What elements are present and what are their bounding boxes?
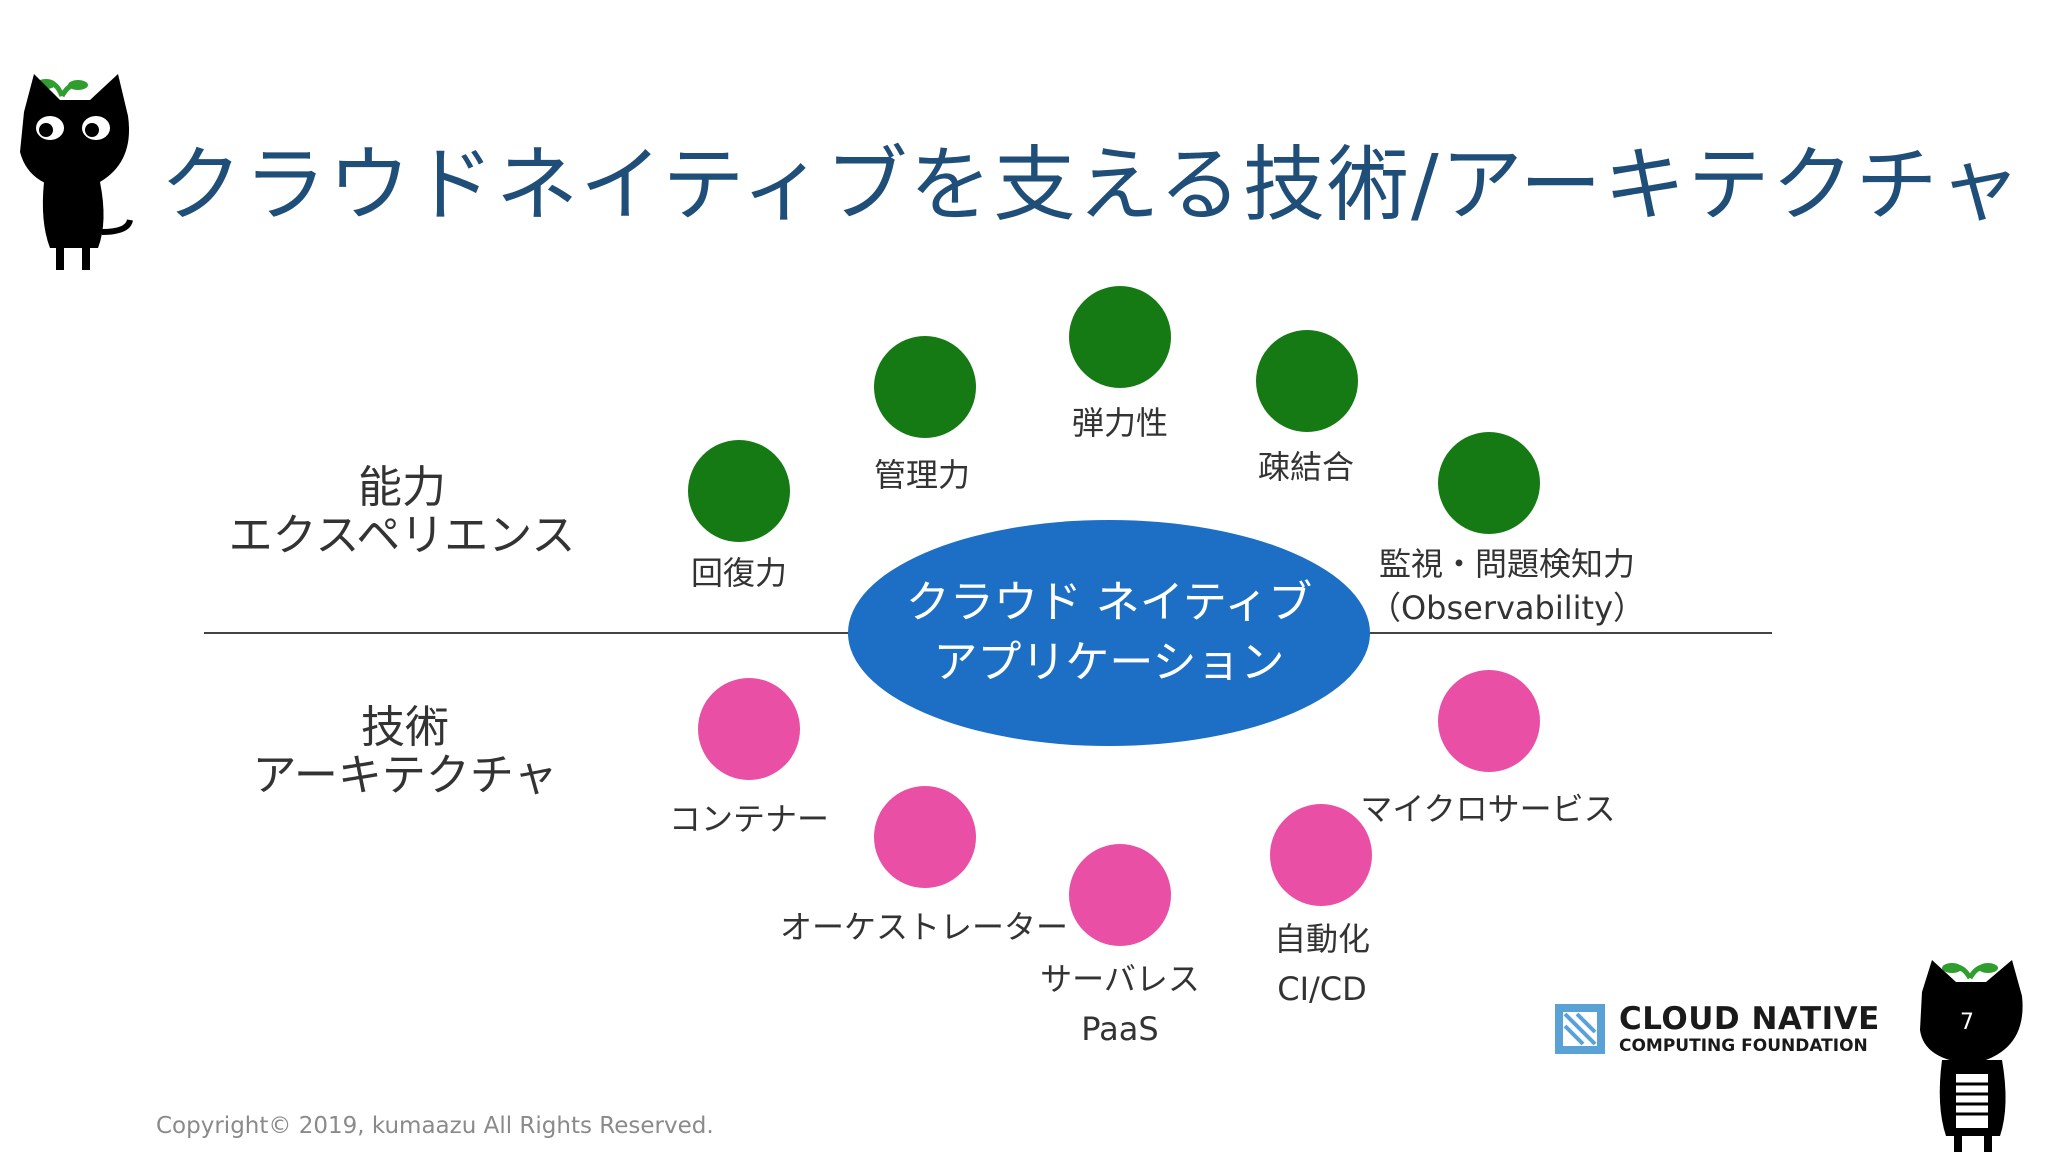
capability-circle-observability [1438, 432, 1540, 534]
technology-circle-orchestrator [874, 786, 976, 888]
capability-label-observability-line2: （Observability） [1368, 589, 1646, 627]
technology-label-container: コンテナー [668, 800, 830, 838]
divider-line-left [204, 632, 850, 634]
upper-heading: 能力 エクスペリエンス [229, 464, 576, 560]
center-label-line1: クラウド ネイティブ [905, 577, 1313, 628]
capability-label-observability-line1: 監視・問題検知力 [1378, 545, 1636, 583]
lower-heading-line2: アーキテクチャ [252, 750, 558, 801]
capability-label-loose-coupling: 疎結合 [1257, 448, 1355, 486]
page-number: 7 [1960, 1010, 1974, 1035]
divider-line-right [1368, 632, 1772, 634]
upper-heading-line1: 能力 [357, 462, 446, 513]
technology-label-microservices: マイクロサービス [1360, 790, 1616, 828]
capability-label-manageability: 管理力 [873, 456, 971, 494]
technology-circle-automation [1270, 804, 1372, 906]
center-ellipse: クラウド ネイティブ アプリケーション [848, 520, 1370, 746]
technology-label-automation: 自動化 CI/CD [1274, 914, 1370, 1014]
technology-label-serverless: サーバレス PaaS [1040, 954, 1200, 1054]
capability-label-resilience: 回復力 [690, 554, 788, 592]
technology-circle-container [698, 678, 800, 780]
capability-circle-resilience [688, 440, 790, 542]
center-label-line2: アプリケーション [933, 637, 1285, 688]
capability-label-observability: 監視・問題検知力 （Observability） [1369, 542, 1645, 630]
slide-title: クラウドネイティブを支える技術/アーキテクチャ [160, 138, 2023, 233]
upper-heading-line2: エクスペリエンス [228, 510, 576, 561]
technology-circle-microservices [1438, 670, 1540, 772]
cncf-logo-icon [1555, 1004, 1605, 1054]
capability-label-elasticity: 弾力性 [1071, 404, 1169, 442]
cat-mascot-top-left [20, 74, 133, 270]
lower-heading-line1: 技術 [360, 702, 449, 753]
technology-label-automation-line2: CI/CD [1277, 970, 1367, 1008]
capability-circle-manageability [874, 336, 976, 438]
cncf-logo-line2: COMPUTING FOUNDATION [1619, 1036, 1868, 1056]
technology-label-orchestrator: オーケストレーター [779, 908, 1069, 946]
technology-label-serverless-line1: サーバレス [1040, 960, 1200, 998]
technology-circle-serverless [1069, 844, 1171, 946]
cncf-logo-line1: CLOUD NATIVE [1619, 1001, 1880, 1037]
capability-circle-elasticity [1069, 286, 1171, 388]
cncf-logo: CLOUD NATIVE COMPUTING FOUNDATION [1555, 1002, 1880, 1056]
lower-heading: 技術 アーキテクチャ [253, 704, 558, 800]
technology-label-automation-line1: 自動化 [1273, 920, 1371, 958]
copyright-text: Copyright© 2019, kumaazu All Rights Rese… [156, 1113, 714, 1139]
cat-mascot-bottom-right [1920, 960, 2023, 1152]
capability-circle-loose-coupling [1256, 330, 1358, 432]
technology-label-serverless-line2: PaaS [1081, 1010, 1159, 1048]
